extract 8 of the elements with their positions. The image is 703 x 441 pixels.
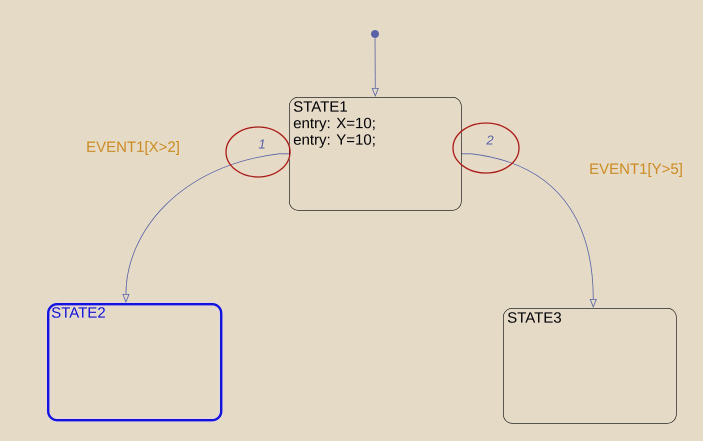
transition-order-number: 1 bbox=[258, 140, 265, 148]
state-box: STATE3 bbox=[503, 308, 677, 424]
transition-order-number: 2 bbox=[486, 135, 494, 145]
transition-label: EVENT1[Y>5] bbox=[590, 163, 682, 177]
state-box: STATE2 bbox=[47, 303, 222, 422]
start-dot bbox=[371, 30, 379, 38]
transition-label: EVENT1[X>2] bbox=[87, 141, 179, 155]
state-box: STATE1 entry: X=10; entry: Y=10; bbox=[289, 97, 462, 211]
